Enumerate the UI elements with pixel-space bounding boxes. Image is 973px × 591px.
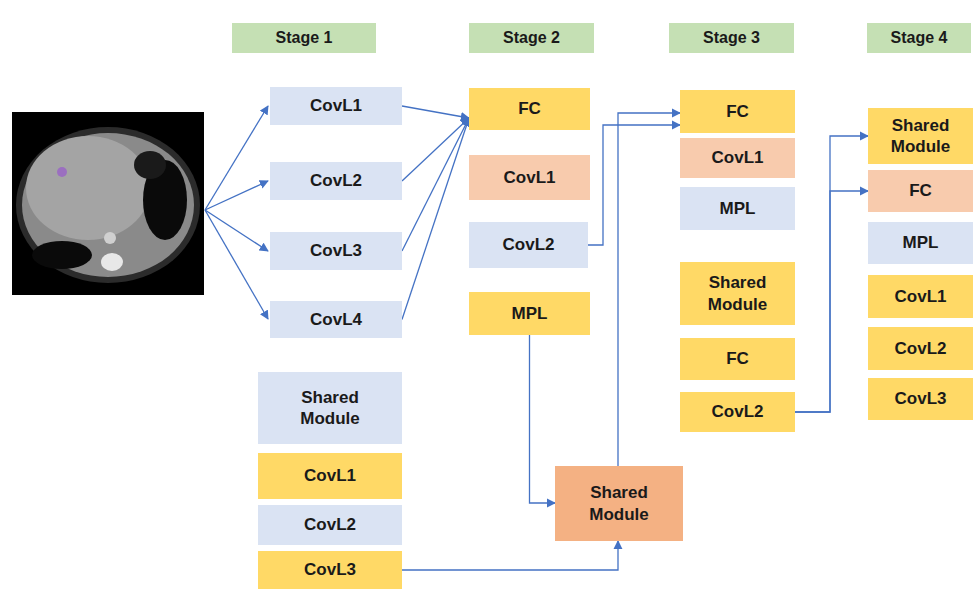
box-label: FC bbox=[726, 348, 749, 369]
box-label: CovL3 bbox=[304, 559, 356, 580]
input-arrows bbox=[205, 106, 268, 319]
layer-box: CovL1 bbox=[270, 87, 402, 125]
ct-body-rim bbox=[16, 127, 200, 283]
layer-box: MPL bbox=[680, 187, 795, 230]
layer-box: CovL3 bbox=[868, 378, 973, 420]
layer-box: MPL bbox=[469, 292, 590, 335]
input-arrow bbox=[205, 106, 268, 210]
box-label: CovL2 bbox=[310, 170, 362, 191]
layer-box: CovL1 bbox=[680, 138, 795, 178]
connector-arrow bbox=[795, 191, 868, 412]
connector-arrow bbox=[588, 125, 680, 245]
layer-box: CovL1 bbox=[868, 275, 973, 318]
layer-box: FC bbox=[868, 170, 973, 212]
connector-arrow bbox=[402, 118, 469, 320]
connector-arrow bbox=[795, 136, 868, 412]
input-arrow bbox=[205, 181, 268, 210]
box-label: CovL4 bbox=[310, 309, 362, 330]
layer-box: CovL2 bbox=[868, 327, 973, 370]
box-label: MPL bbox=[903, 232, 939, 253]
module-box: Shared Module bbox=[680, 262, 795, 325]
layer-box: CovL2 bbox=[270, 162, 402, 200]
stage-header: Stage 3 bbox=[669, 23, 794, 53]
box-label: CovL1 bbox=[504, 167, 556, 188]
connector-arrow bbox=[402, 106, 469, 118]
layer-box: CovL1 bbox=[469, 155, 590, 200]
ct-lesion bbox=[57, 167, 67, 177]
layer-box: CovL2 bbox=[469, 222, 588, 268]
box-label: FC bbox=[518, 98, 541, 119]
layer-box: CovL4 bbox=[270, 301, 402, 338]
layer-box: MPL bbox=[868, 222, 973, 264]
layer-box: FC bbox=[680, 90, 795, 133]
box-label: CovL1 bbox=[310, 95, 362, 116]
ct-scan-image bbox=[12, 112, 204, 295]
box-label: Shared Module bbox=[708, 272, 768, 315]
connector-arrow bbox=[530, 335, 556, 503]
box-label: CovL2 bbox=[712, 401, 764, 422]
stage-header: Stage 4 bbox=[867, 23, 971, 53]
box-label: CovL1 bbox=[304, 465, 356, 486]
ct-stomach-gas bbox=[134, 151, 166, 179]
ct-aorta bbox=[104, 232, 116, 244]
connector-arrow bbox=[618, 113, 680, 466]
box-label: Shared Module bbox=[300, 387, 360, 430]
connector-arrow bbox=[402, 118, 469, 251]
box-label: FC bbox=[726, 101, 749, 122]
input-arrow bbox=[205, 210, 268, 319]
box-label: CovL3 bbox=[895, 388, 947, 409]
ct-liver bbox=[26, 136, 150, 240]
layer-box: CovL3 bbox=[270, 232, 402, 270]
layer-box: CovL2 bbox=[258, 505, 402, 545]
box-label: Shared Module bbox=[891, 115, 951, 158]
layer-box: FC bbox=[469, 88, 590, 130]
box-label: FC bbox=[909, 180, 932, 201]
input-arrow bbox=[205, 210, 268, 251]
ct-lung-base bbox=[32, 241, 92, 269]
module-box: Shared Module bbox=[868, 108, 973, 164]
box-label: Stage 1 bbox=[276, 28, 333, 48]
ct-background bbox=[12, 112, 204, 295]
box-label: Stage 3 bbox=[703, 28, 760, 48]
module-box: Shared Module bbox=[555, 466, 683, 541]
connector-arrow bbox=[402, 541, 618, 570]
box-label: CovL1 bbox=[712, 147, 764, 168]
stage-header: Stage 1 bbox=[232, 23, 376, 53]
box-label: CovL2 bbox=[895, 338, 947, 359]
box-label: CovL2 bbox=[304, 514, 356, 535]
box-label: CovL1 bbox=[895, 286, 947, 307]
box-label: CovL3 bbox=[310, 240, 362, 261]
layer-box: CovL1 bbox=[258, 453, 402, 499]
ct-body bbox=[22, 133, 194, 277]
layer-box: CovL3 bbox=[258, 551, 402, 589]
box-label: MPL bbox=[720, 198, 756, 219]
layer-box: CovL2 bbox=[680, 392, 795, 432]
layer-box: FC bbox=[680, 338, 795, 380]
box-label: CovL2 bbox=[503, 234, 555, 255]
ct-spine bbox=[101, 253, 123, 271]
module-box: Shared Module bbox=[258, 372, 402, 444]
box-label: Stage 4 bbox=[891, 28, 948, 48]
box-label: Shared Module bbox=[589, 482, 649, 525]
box-label: MPL bbox=[512, 303, 548, 324]
stage-header: Stage 2 bbox=[469, 23, 594, 53]
box-label: Stage 2 bbox=[503, 28, 560, 48]
